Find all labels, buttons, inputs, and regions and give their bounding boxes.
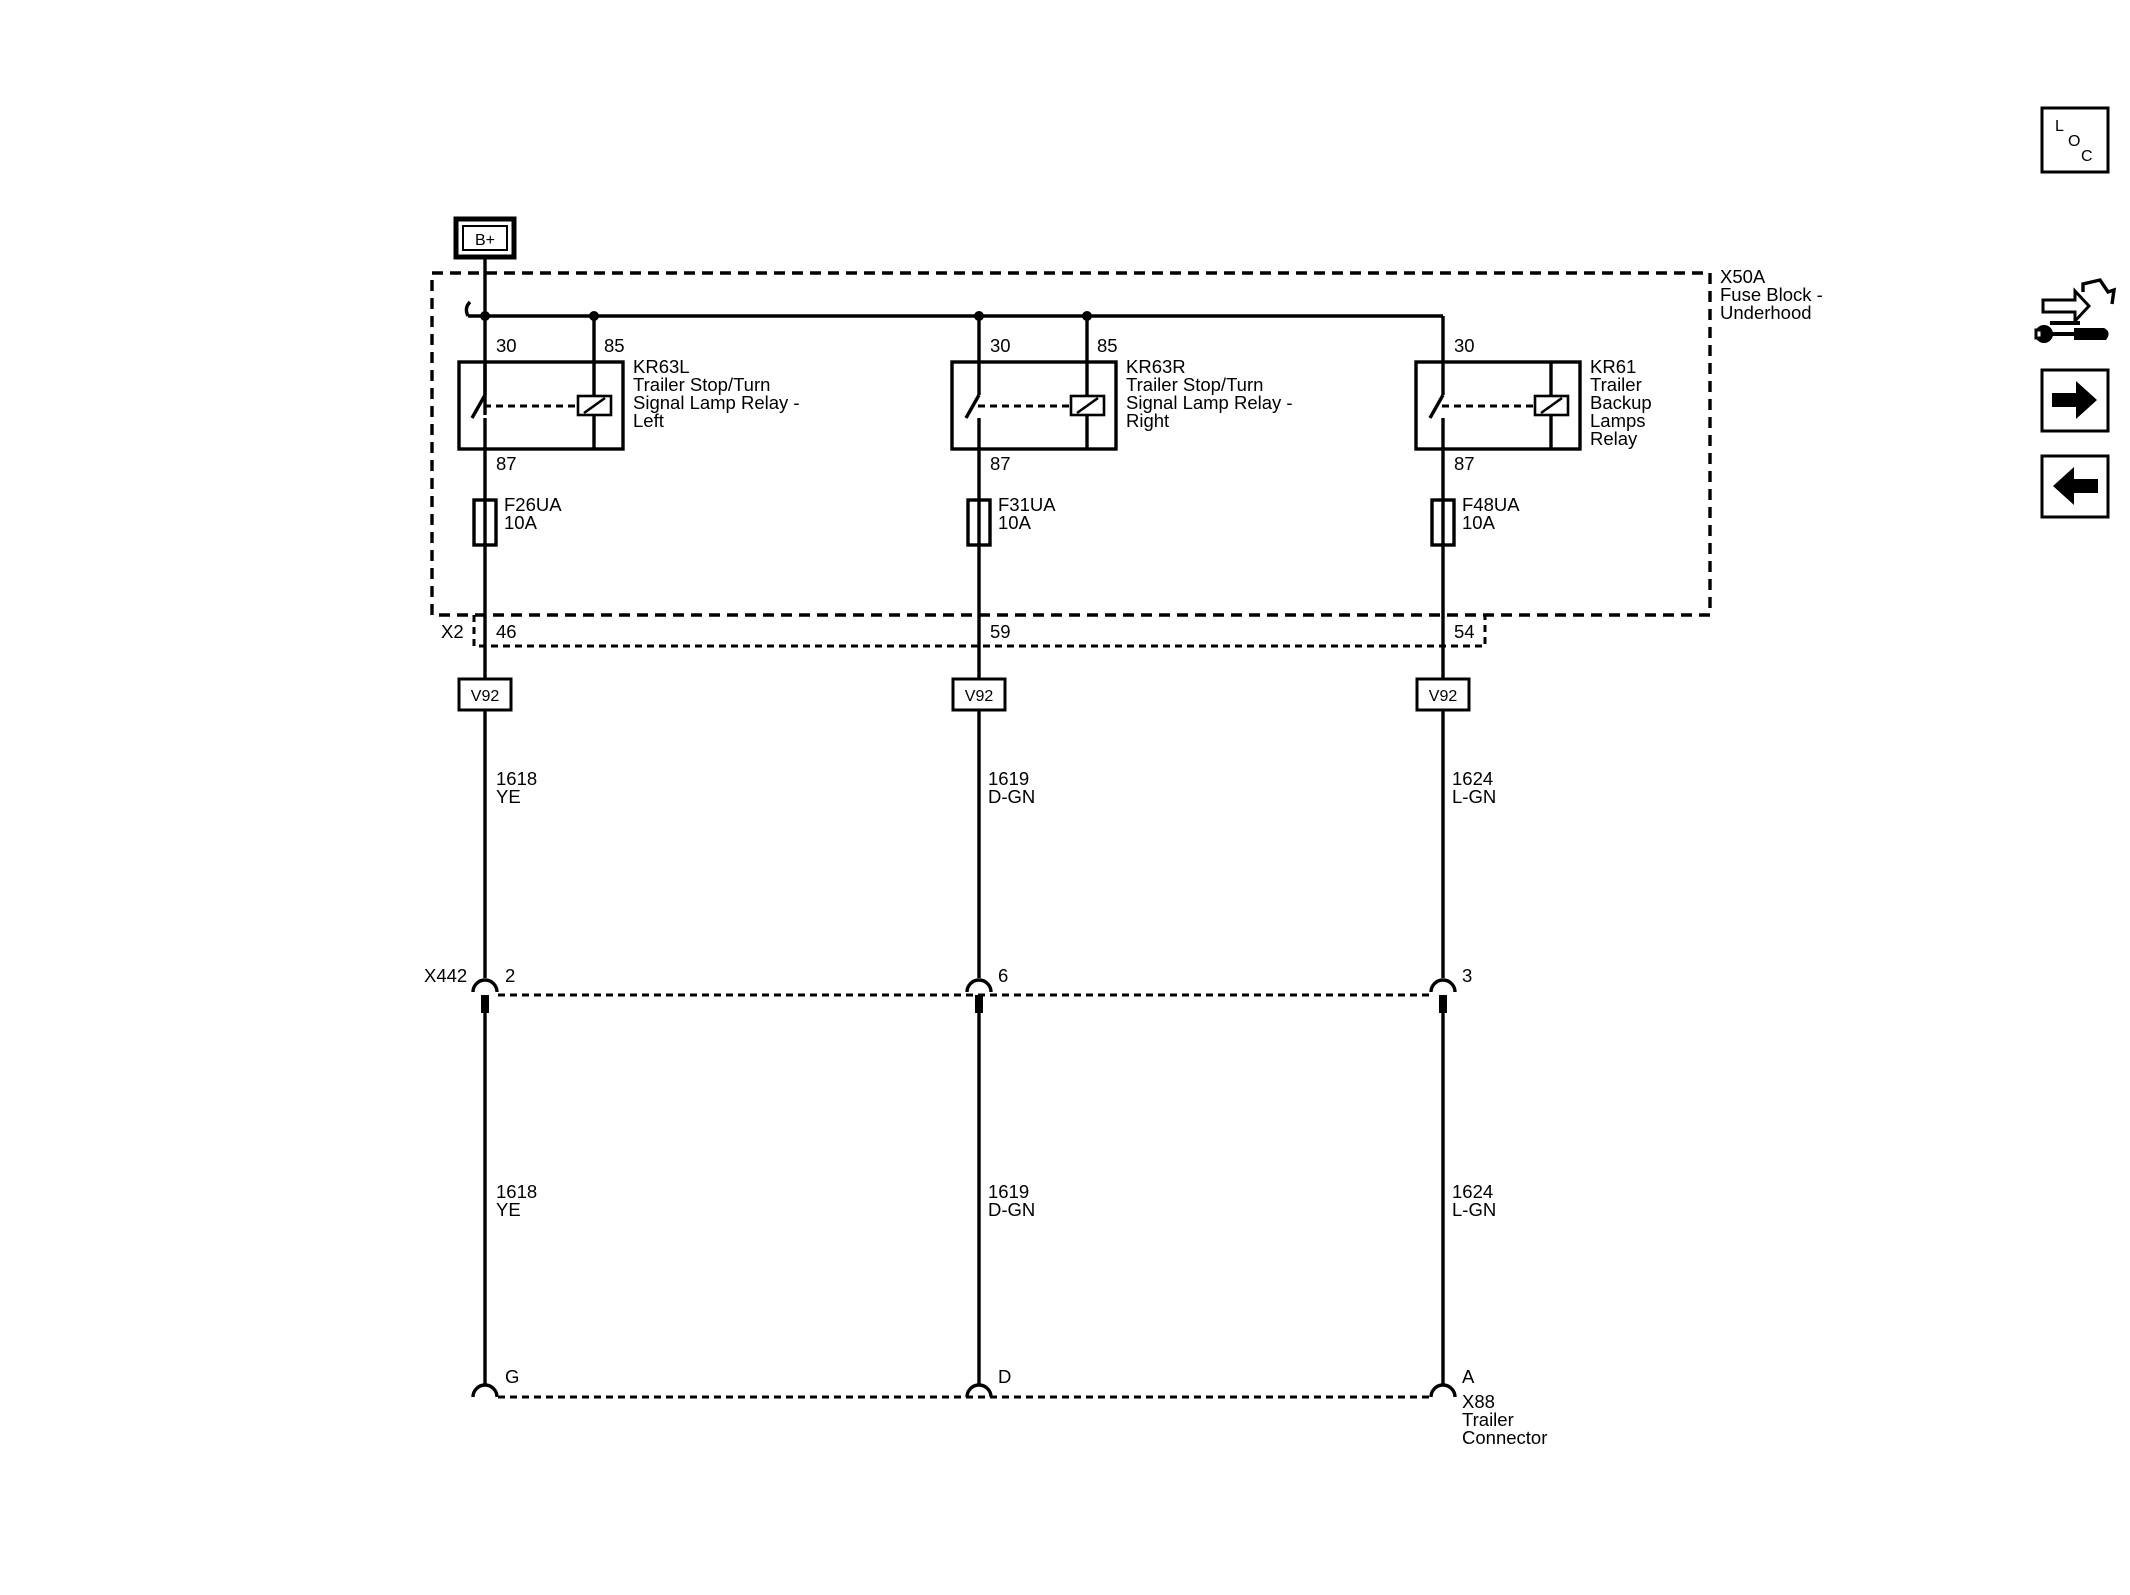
relay-kr63l-pin-85: 85 <box>604 335 625 356</box>
relay-kr61-id: KR61 <box>1590 356 1636 377</box>
relay-kr63r-desc-line3: Right <box>1126 410 1169 431</box>
circuit-1619-color-upper: D-GN <box>988 786 1035 807</box>
x442-pin-6: 6 <box>998 965 1008 986</box>
circuit-1618-color-upper: YE <box>496 786 521 807</box>
circuit-1619-color-lower: D-GN <box>988 1199 1035 1220</box>
relay-kr63r-pin-30: 30 <box>990 335 1011 356</box>
option-v92-middle: V92 <box>951 677 1007 712</box>
fuse-f31ua: F31UA 10A <box>966 449 1056 547</box>
relay-kr63l: 30 85 87 KR63L Trailer Stop/Turn Signal … <box>457 316 800 474</box>
x2-pin-46: 46 <box>496 621 517 642</box>
location-letter-o: O <box>2068 133 2080 150</box>
x2-connector-id: X2 <box>441 621 464 642</box>
arrow-left-icon <box>2053 467 2098 505</box>
relay-kr61-pin-30: 30 <box>1454 335 1475 356</box>
x88-name-line2: Connector <box>1462 1427 1547 1448</box>
connector-tool-button[interactable] <box>2034 278 2117 343</box>
relay-kr61-desc-line3: Lamps <box>1590 410 1646 431</box>
relay-kr61-desc-line1: Trailer <box>1590 374 1642 395</box>
relay-kr63l-id: KR63L <box>633 356 690 377</box>
circuit-1624-color-upper: L-GN <box>1452 786 1496 807</box>
x2-pin-54: 54 <box>1454 621 1475 642</box>
option-v92-right-label: V92 <box>1429 688 1458 705</box>
relay-kr63r-desc-line1: Trailer Stop/Turn <box>1126 374 1263 395</box>
connector-wrench-icon <box>2034 278 2117 343</box>
x88-pin-d: D <box>998 1366 1011 1387</box>
circuit-1619-number-upper: 1619 <box>988 768 1029 789</box>
x442-inline-connector: X442 2 6 3 <box>424 965 1472 1013</box>
circuit-1618-number-lower: 1618 <box>496 1181 537 1202</box>
x442-connector-id: X442 <box>424 965 467 986</box>
x2-connector: X2 46 59 54 <box>441 615 1487 648</box>
relay-kr61-pin-87: 87 <box>1454 453 1475 474</box>
relay-kr63r-pin-87: 87 <box>990 453 1011 474</box>
option-v92-left-label: V92 <box>471 688 500 705</box>
relay-kr63r-pin-85: 85 <box>1097 335 1118 356</box>
relay-kr61-desc-line4: Relay <box>1590 428 1638 449</box>
x88-pin-g: G <box>505 1366 519 1387</box>
fuse-f48ua-rating: 10A <box>1462 512 1496 533</box>
circuit-1624-number-lower: 1624 <box>1452 1181 1493 1202</box>
relay-kr63l-pin-30: 30 <box>496 335 517 356</box>
circuit-1624-color-lower: L-GN <box>1452 1199 1496 1220</box>
x442-pin-2: 2 <box>505 965 515 986</box>
fuse-f31ua-rating: 10A <box>998 512 1032 533</box>
relay-kr63r-id: KR63R <box>1126 356 1186 377</box>
relay-kr61-desc-line2: Backup <box>1590 392 1652 413</box>
fuse-block-id: X50A <box>1720 266 1766 287</box>
x2-pin-59: 59 <box>990 621 1011 642</box>
fuse-block-enclosure: X50A Fuse Block - Underhood <box>430 266 1823 617</box>
relay-kr63l-desc-line2: Signal Lamp Relay - <box>633 392 800 413</box>
location-letter-c: C <box>2081 148 2093 165</box>
relay-kr63l-desc-line1: Trailer Stop/Turn <box>633 374 770 395</box>
battery-positive-source: B+ <box>453 216 517 260</box>
relay-kr61: 30 87 KR61 Trailer Backup Lamps Relay <box>1414 335 1652 474</box>
fuse-block-name-line1: Fuse Block - <box>1720 284 1823 305</box>
arrow-right-icon <box>2052 381 2097 419</box>
fuse-f26ua: F26UA 10A <box>472 449 562 547</box>
circuit-1624-number-upper: 1624 <box>1452 768 1493 789</box>
battery-positive-label: B+ <box>475 232 495 249</box>
option-v92-middle-label: V92 <box>965 688 994 705</box>
x88-pin-a: A <box>1462 1366 1475 1387</box>
circuit-1618-number-upper: 1618 <box>496 768 537 789</box>
fuse-f48ua-id: F48UA <box>1462 494 1520 515</box>
circuit-1618-color-lower: YE <box>496 1199 521 1220</box>
fuse-block-name-line2: Underhood <box>1720 302 1812 323</box>
location-letter-l: L <box>2055 118 2064 135</box>
relay-kr63r: 30 85 87 KR63R Trailer Stop/Turn Signal … <box>950 316 1293 474</box>
relay-kr63l-pin-87: 87 <box>496 453 517 474</box>
previous-page-button[interactable] <box>2040 454 2110 519</box>
fuse-f48ua: F48UA 10A <box>1430 449 1520 547</box>
location-button[interactable]: L O C <box>2040 106 2110 174</box>
power-bus <box>464 300 1445 362</box>
fuse-f26ua-rating: 10A <box>504 512 538 533</box>
relay-kr63l-desc-line3: Left <box>633 410 664 431</box>
relay-kr63r-desc-line2: Signal Lamp Relay - <box>1126 392 1293 413</box>
option-v92-left: V92 <box>457 677 513 712</box>
x442-pin-3: 3 <box>1462 965 1472 986</box>
x88-connector-id: X88 <box>1462 1391 1495 1412</box>
next-page-button[interactable] <box>2040 368 2110 433</box>
x88-trailer-connector: G D A X88 Trailer Connector <box>471 1366 1547 1448</box>
circuit-1619-number-lower: 1619 <box>988 1181 1029 1202</box>
fuse-f31ua-id: F31UA <box>998 494 1056 515</box>
option-v92-right: V92 <box>1415 677 1471 712</box>
fuse-f26ua-id: F26UA <box>504 494 562 515</box>
x88-name-line1: Trailer <box>1462 1409 1514 1430</box>
